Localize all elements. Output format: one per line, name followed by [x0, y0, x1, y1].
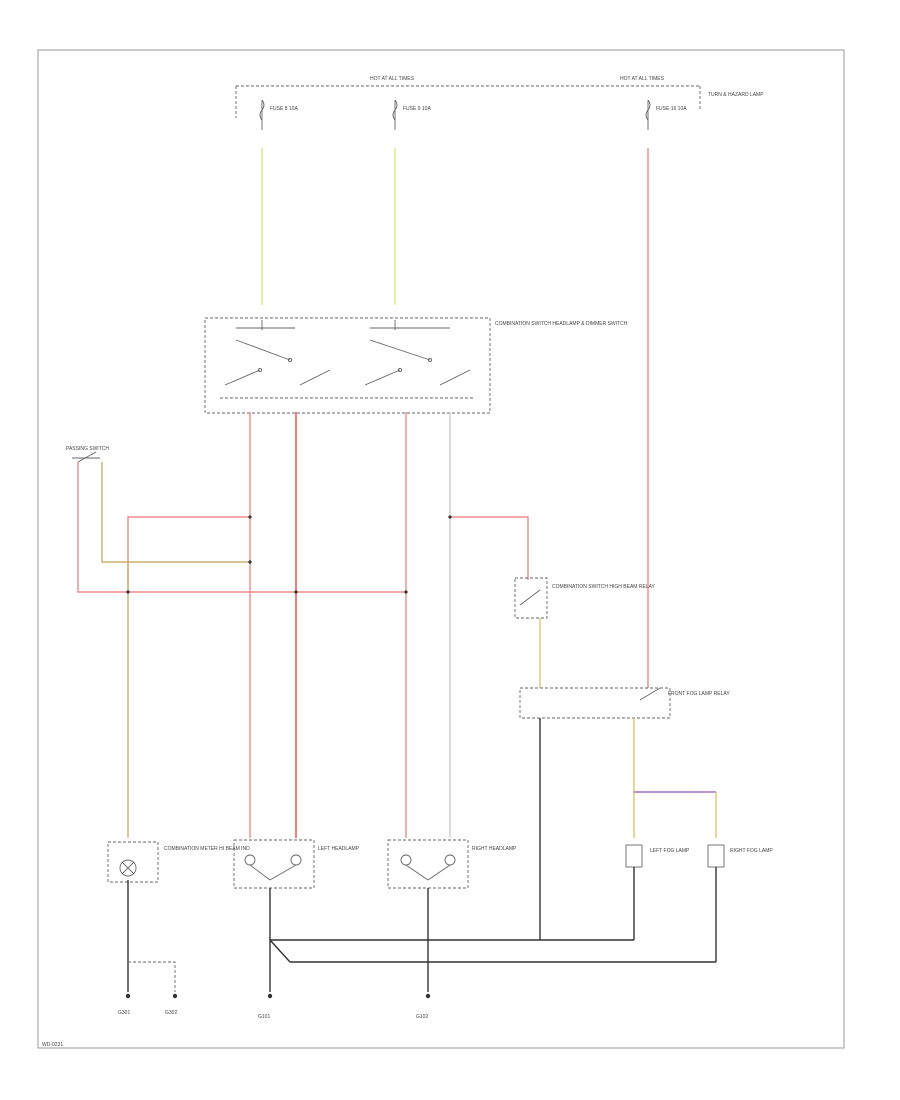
right-headlamp: RIGHT HEADLAMP	[387, 839, 517, 889]
fog-relay-label: FRONT FOG LAMP RELAY	[668, 691, 730, 697]
left-headlamp-label: LEFT HEADLAMP	[318, 846, 360, 852]
fog-lamp-relay: FRONT FOG LAMP RELAY	[519, 687, 730, 719]
ground-label-4: G102	[416, 1014, 428, 1020]
fuse-box-bus: HOT AT ALL TIMES HOT AT ALL TIMES TURN &…	[235, 76, 764, 118]
left-headlamp: LEFT HEADLAMP	[233, 839, 360, 889]
ground-label-3: G101	[258, 1014, 270, 1020]
passing-switch-label: PASSING SWITCH	[66, 446, 109, 452]
right-headlamp-label: RIGHT HEADLAMP	[472, 846, 517, 852]
ground-wires	[127, 867, 717, 992]
high-beam-relay: COMBINATION SWITCH HIGH BEAM RELAY	[514, 577, 656, 619]
svg-text:FUSE 8 10A: FUSE 8 10A	[270, 106, 298, 112]
ground-terminals	[125, 993, 431, 999]
fuse-3: FUSE 16 10A	[645, 99, 687, 130]
high-beam-indicator: COMBINATION METER HI BEAM IND	[107, 841, 250, 883]
passing-switch: PASSING SWITCH	[66, 446, 109, 463]
wire-passing-a	[77, 462, 406, 593]
ground-dashes	[128, 961, 176, 992]
right-fog-lamp: RIGHT FOG LAMP	[707, 844, 773, 868]
wire-highbeam-relay	[450, 516, 529, 580]
wire-indicator-feed	[127, 516, 250, 592]
fuse-box-label-left: HOT AT ALL TIMES	[370, 76, 415, 82]
fuse-note-label: TURN & HAZARD LAMP	[708, 92, 764, 98]
high-beam-relay-label: COMBINATION SWITCH HIGH BEAM RELAY	[552, 584, 656, 590]
fuse-2: FUSE 9 10A	[392, 99, 431, 130]
fuse-1: FUSE 8 10A	[259, 99, 298, 130]
left-fog-label: LEFT FOG LAMP	[650, 848, 690, 854]
wire-passing-b	[101, 462, 250, 563]
footer-code: WD-0231	[42, 1042, 63, 1048]
right-fog-label: RIGHT FOG LAMP	[730, 848, 773, 854]
svg-text:FUSE 16 10A: FUSE 16 10A	[656, 106, 687, 112]
diagram-frame	[37, 49, 845, 1049]
left-fog-lamp: LEFT FOG LAMP	[625, 844, 690, 868]
junction-dots	[126, 515, 452, 594]
ground-label-1: G301	[118, 1010, 130, 1016]
indicator-label: COMBINATION METER HI BEAM IND	[164, 846, 250, 852]
fuse-box-label-right: HOT AT ALL TIMES	[620, 76, 665, 82]
switch-name-label: COMBINATION SWITCH HEADLAMP & DIMMER SWI…	[495, 321, 628, 327]
combination-switch: COMBINATION SWITCH HEADLAMP & DIMMER SWI…	[204, 317, 628, 414]
svg-text:FUSE 9 10A: FUSE 9 10A	[403, 106, 431, 112]
ground-label-2: G302	[165, 1010, 177, 1016]
